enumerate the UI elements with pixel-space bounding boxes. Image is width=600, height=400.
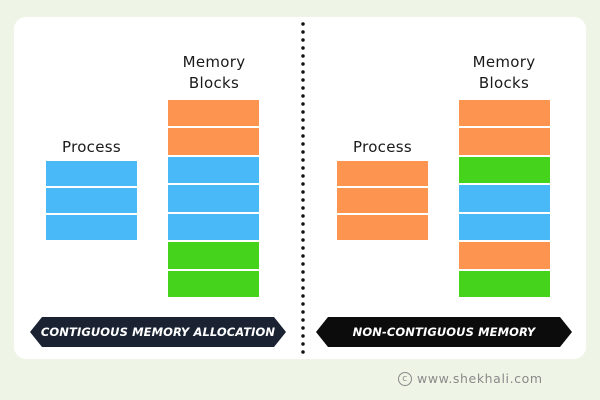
memory-block-orange [168,128,259,155]
memory-block-blue [168,185,259,212]
process-block-orange [337,188,428,213]
dotted-divider [301,20,305,356]
memory-label-line2-contiguous: Blocks [188,74,240,92]
memory-blocks-non-contiguous [459,100,550,297]
memory-block-blue [459,213,550,241]
process-label-non-contiguous: Process [352,138,412,156]
memory-block-blue [459,185,550,212]
memory-block-green [168,242,259,269]
memory-block-blue [168,156,259,184]
memory-label-line2-non-contiguous: Blocks [478,74,530,92]
memory-block-orange [168,100,259,127]
process-block-blue [46,161,137,186]
process-blocks-contiguous [46,161,137,240]
process-block-blue [46,215,137,240]
memory-block-orange [459,100,550,127]
credit: c www.shekhali.com [398,371,543,386]
banner-contiguous: CONTIGUOUS MEMORY ALLOCATION [30,317,286,347]
memory-block-green [459,270,550,297]
memory-block-blue [168,213,259,241]
memory-block-orange [459,242,550,269]
process-block-blue [46,188,137,213]
banner-non-contiguous: NON-CONTIGUOUS MEMORY ALLOCATION [316,317,572,347]
process-label-contiguous: Process [61,138,121,156]
process-block-orange [337,215,428,240]
process-blocks-non-contiguous [337,161,428,240]
memory-block-orange [459,128,550,155]
memory-block-green [168,270,259,297]
memory-label-line1-contiguous: Memory [182,53,246,71]
memory-block-green [459,156,550,184]
credit-text: www.shekhali.com [417,371,543,386]
memory-blocks-contiguous [168,100,259,297]
process-block-orange [337,161,428,186]
memory-label-line1-non-contiguous: Memory [472,53,536,71]
copyright-icon: c [398,371,412,386]
